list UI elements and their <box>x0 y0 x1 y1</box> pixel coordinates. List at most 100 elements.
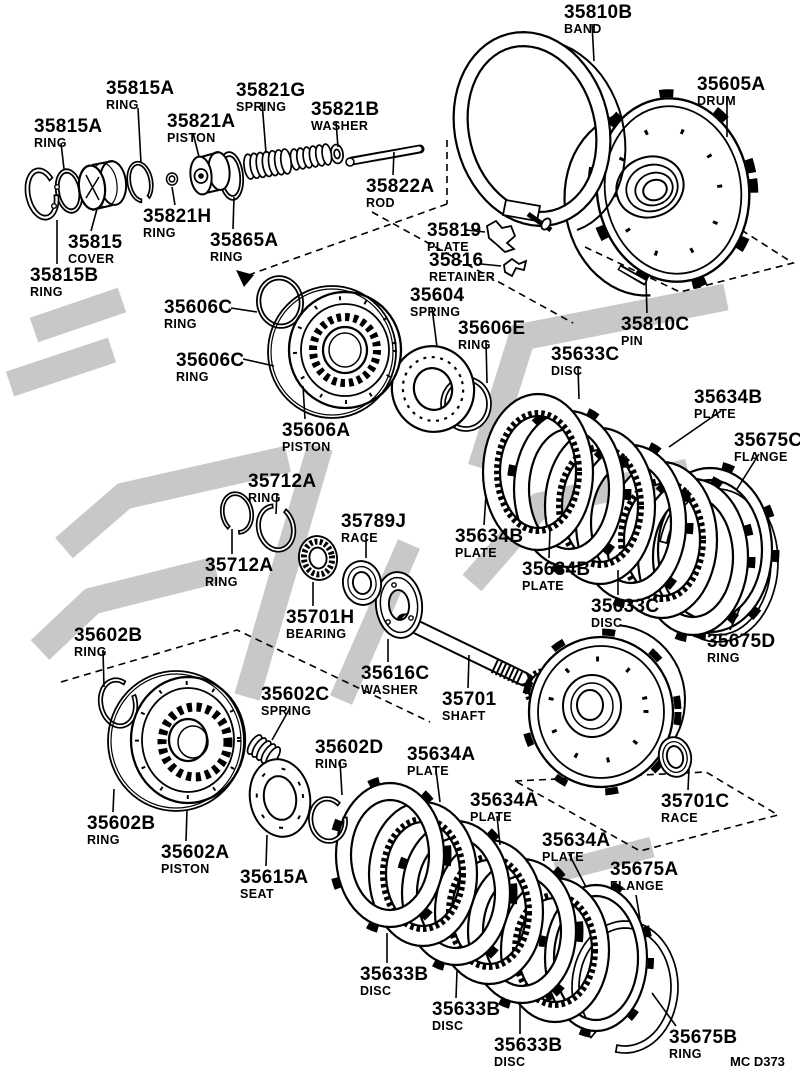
part-number: 35821G <box>236 80 306 101</box>
part-name: PISTON <box>282 440 331 454</box>
part-number: 35615A <box>240 867 309 888</box>
part-name: RING <box>669 1047 702 1061</box>
part-name: PLATE <box>427 240 470 254</box>
small-parts-plate-retainer-pin <box>486 219 648 286</box>
part-number: 35606A <box>282 420 351 441</box>
part-name: DRUM <box>697 94 737 108</box>
part-name: DISC <box>432 1019 464 1033</box>
seat-35615A <box>248 758 312 838</box>
part-number: 35815B <box>30 265 99 286</box>
part-name: RING <box>315 757 348 771</box>
part-name: SPRING <box>236 100 287 114</box>
part-number: 35633C <box>591 596 660 617</box>
part-number: 35633C <box>551 344 620 365</box>
part-name: BAND <box>564 22 602 36</box>
piston-assembly-35606A <box>255 275 403 419</box>
part-number: 35602A <box>161 842 230 863</box>
cover-35815 <box>77 160 128 211</box>
part-name: PLATE <box>470 810 513 824</box>
part-number: 35822A <box>366 176 435 197</box>
spring-35604 <box>390 345 492 433</box>
drum-on-shaft <box>520 624 687 796</box>
part-name: SHAFT <box>442 709 486 723</box>
washer-35616C <box>374 571 424 639</box>
part-number: 35816 <box>429 250 484 271</box>
part-number: 35602B <box>74 625 143 646</box>
part-number: 35675B <box>669 1027 738 1048</box>
part-number: 35675D <box>707 631 776 652</box>
part-name: PLATE <box>455 546 498 560</box>
band-35810B <box>452 30 627 233</box>
part-number: 35819 <box>427 220 482 241</box>
part-name: RING <box>210 250 243 264</box>
dashed-guides <box>60 140 795 852</box>
part-name: PLATE <box>694 407 737 421</box>
part-number: 35605A <box>697 74 766 95</box>
bearing-35701H <box>297 535 339 581</box>
diagram-code: MC D373 <box>730 1054 785 1069</box>
part-number: 35701C <box>661 791 730 812</box>
part-name: SEAT <box>240 887 275 901</box>
part-number: 35634B <box>455 526 524 547</box>
part-name: RING <box>74 645 107 659</box>
part-number: 35815A <box>34 116 103 137</box>
leader-lines <box>56 23 760 1034</box>
part-name: FLANGE <box>734 450 788 464</box>
part-number: 35815 <box>68 232 123 253</box>
part-name: PISTON <box>161 862 210 876</box>
part-number: 35810C <box>621 314 690 335</box>
watermark-logo <box>5 283 729 883</box>
part-name: SPRING <box>410 305 461 319</box>
part-number: 35701 <box>442 689 497 710</box>
part-number: 35675A <box>610 859 679 880</box>
accumulator-parts-row <box>24 143 425 221</box>
part-number: 35606E <box>458 318 526 339</box>
part-number: 35604 <box>410 285 465 306</box>
part-number: 35633B <box>432 999 501 1020</box>
part-number: 35633B <box>360 964 429 985</box>
part-number: 35821B <box>311 99 380 120</box>
clutch-plate <box>506 403 632 575</box>
part-number: 35865A <box>210 230 279 251</box>
part-name: PIN <box>621 334 644 348</box>
part-name: DISC <box>494 1055 526 1069</box>
part-number: 35634A <box>407 744 476 765</box>
part-name: RACE <box>661 811 699 825</box>
part-number: 35810B <box>564 2 633 23</box>
part-name: PLATE <box>542 850 585 864</box>
part-number: 35712A <box>248 471 317 492</box>
part-name: PLATE <box>407 764 450 778</box>
part-name: RETAINER <box>429 270 496 284</box>
part-name: RING <box>458 338 491 352</box>
part-name: RING <box>143 226 176 240</box>
part-number: 35821A <box>167 111 236 132</box>
part-number: 35675C <box>734 430 800 451</box>
